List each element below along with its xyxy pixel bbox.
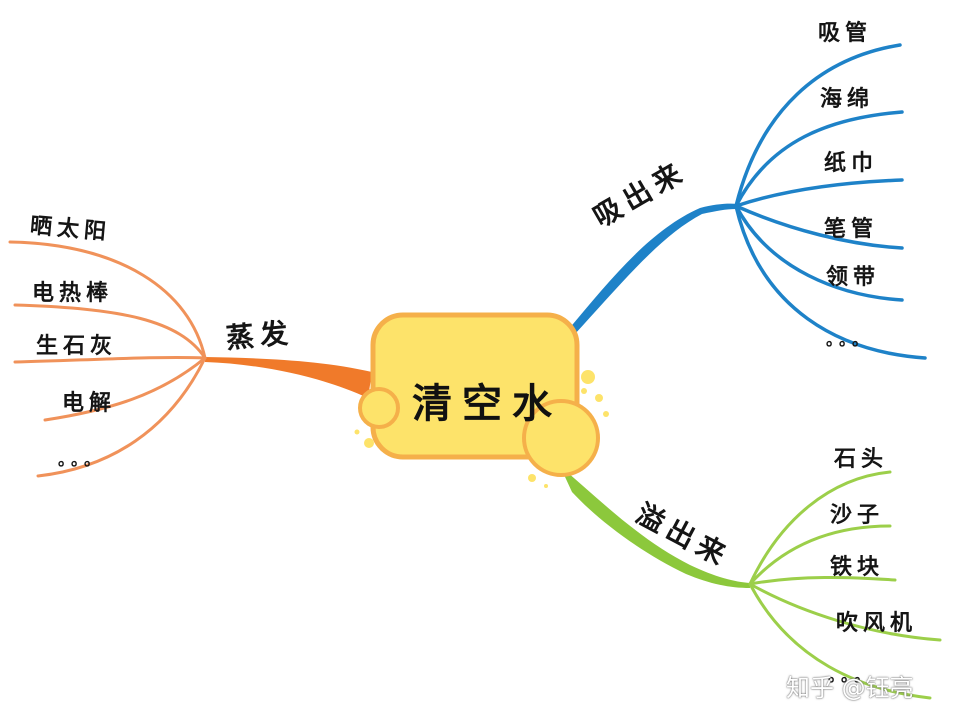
evaporate-main-branch [205, 357, 372, 398]
watermark: 知乎 @钰亮 [786, 674, 914, 702]
evaporate-sub-branches [8, 240, 207, 478]
leaf-absorb-pen-tube: 笔管 [824, 216, 879, 242]
leaf-absorb-sponge: 海绵 [820, 86, 875, 112]
leaf-evaporate-heater: 电热棒 [32, 280, 114, 306]
leaf-absorb-etc: 。。。 [826, 330, 874, 349]
leaf-overflow-hairdryer: 吹风机 [836, 610, 918, 636]
overflow-sub-branches [748, 470, 942, 700]
central-topic-label: 清空水 [412, 380, 562, 427]
branch-label-evaporate: 蒸发 [224, 316, 296, 355]
central-node [354, 312, 609, 488]
absorb-sub-branches [734, 43, 927, 360]
leaf-overflow-etc: 。。。 [828, 666, 876, 685]
leaf-evaporate-quicklime: 生石灰 [36, 333, 118, 359]
leaf-evaporate-electrolysis: 电解 [62, 390, 117, 416]
leaf-absorb-tissue: 纸巾 [824, 150, 879, 176]
leaf-overflow-iron: 铁块 [830, 554, 885, 580]
leaf-evaporate-etc: 。。。 [58, 450, 106, 469]
absorb-main-branch [568, 203, 738, 335]
leaf-evaporate-sun: 晒太阳 [29, 212, 112, 246]
leaf-absorb-straw: 吸管 [818, 20, 873, 46]
leaf-absorb-tie: 领带 [826, 264, 881, 290]
leaf-overflow-sand: 沙子 [830, 502, 885, 528]
leaf-overflow-stone: 石头 [834, 446, 889, 472]
